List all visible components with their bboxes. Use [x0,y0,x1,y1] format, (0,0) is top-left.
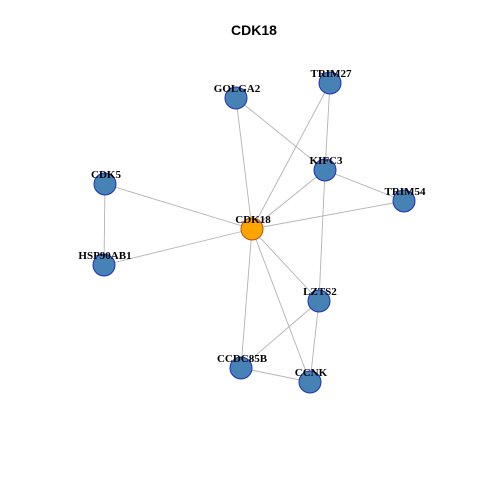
node-label-hsp90ab1: HSP90AB1 [78,250,131,262]
node-label-kifc3: KIFC3 [310,155,344,167]
node-trim27 [318,71,342,95]
edge-cdk18-ccdc85b [240,228,253,369]
edge-cdk18-cdk5 [104,183,253,230]
node-label-golga2: GOLGA2 [214,83,261,95]
diagram-title: CDK18 [231,22,277,38]
edge-cdk18-hsp90ab1 [103,228,253,266]
edge-cdk18-golga2 [235,97,253,230]
node-cdk5 [93,172,117,196]
edge-cdk18-trim27 [251,82,331,230]
node-label-ccnk: CCNK [295,367,328,379]
node-cdk18 [240,217,264,241]
node-ccnk [298,370,322,394]
edge-cdk18-lzts2 [251,228,320,302]
edge-lzts2-ccnk [309,300,320,383]
edge-lzts2-ccdc85b [240,300,320,369]
node-label-lzts2: LZTS2 [303,286,337,298]
edge-cdk18-kifc3 [251,169,326,230]
edge-cdk5-hsp90ab1 [103,183,106,266]
edge-cdk18-ccnk [251,228,311,383]
node-golga2 [224,86,248,110]
node-label-cdk18: CDK18 [235,214,271,226]
node-kifc3 [313,158,337,182]
node-trim54 [392,189,416,213]
edge-trim27-kifc3 [324,82,331,171]
label-layer: CDK18 GOLGA2 TRIM27KIFC3CDK5TRIM54HSP90AB1… [78,68,426,379]
edge-kifc3-trim54 [324,169,405,202]
edge-kifc3-lzts2 [318,169,326,302]
node-hsp90ab1 [92,253,116,277]
node-label-cdk5: CDK5 [91,169,121,181]
edge-cdk18-trim54 [251,200,405,230]
node-label-trim27: TRIM27 [311,68,352,80]
node-layer [92,71,416,394]
node-label-ccdc85b: CCDC85B [217,353,268,365]
node-label-trim54: TRIM54 [385,186,426,198]
edge-ccdc85b-ccnk [240,367,311,383]
edge-layer [103,82,405,383]
node-ccdc85b [229,356,253,380]
edge-golga2-kifc3 [235,97,326,171]
node-lzts2 [307,289,331,313]
